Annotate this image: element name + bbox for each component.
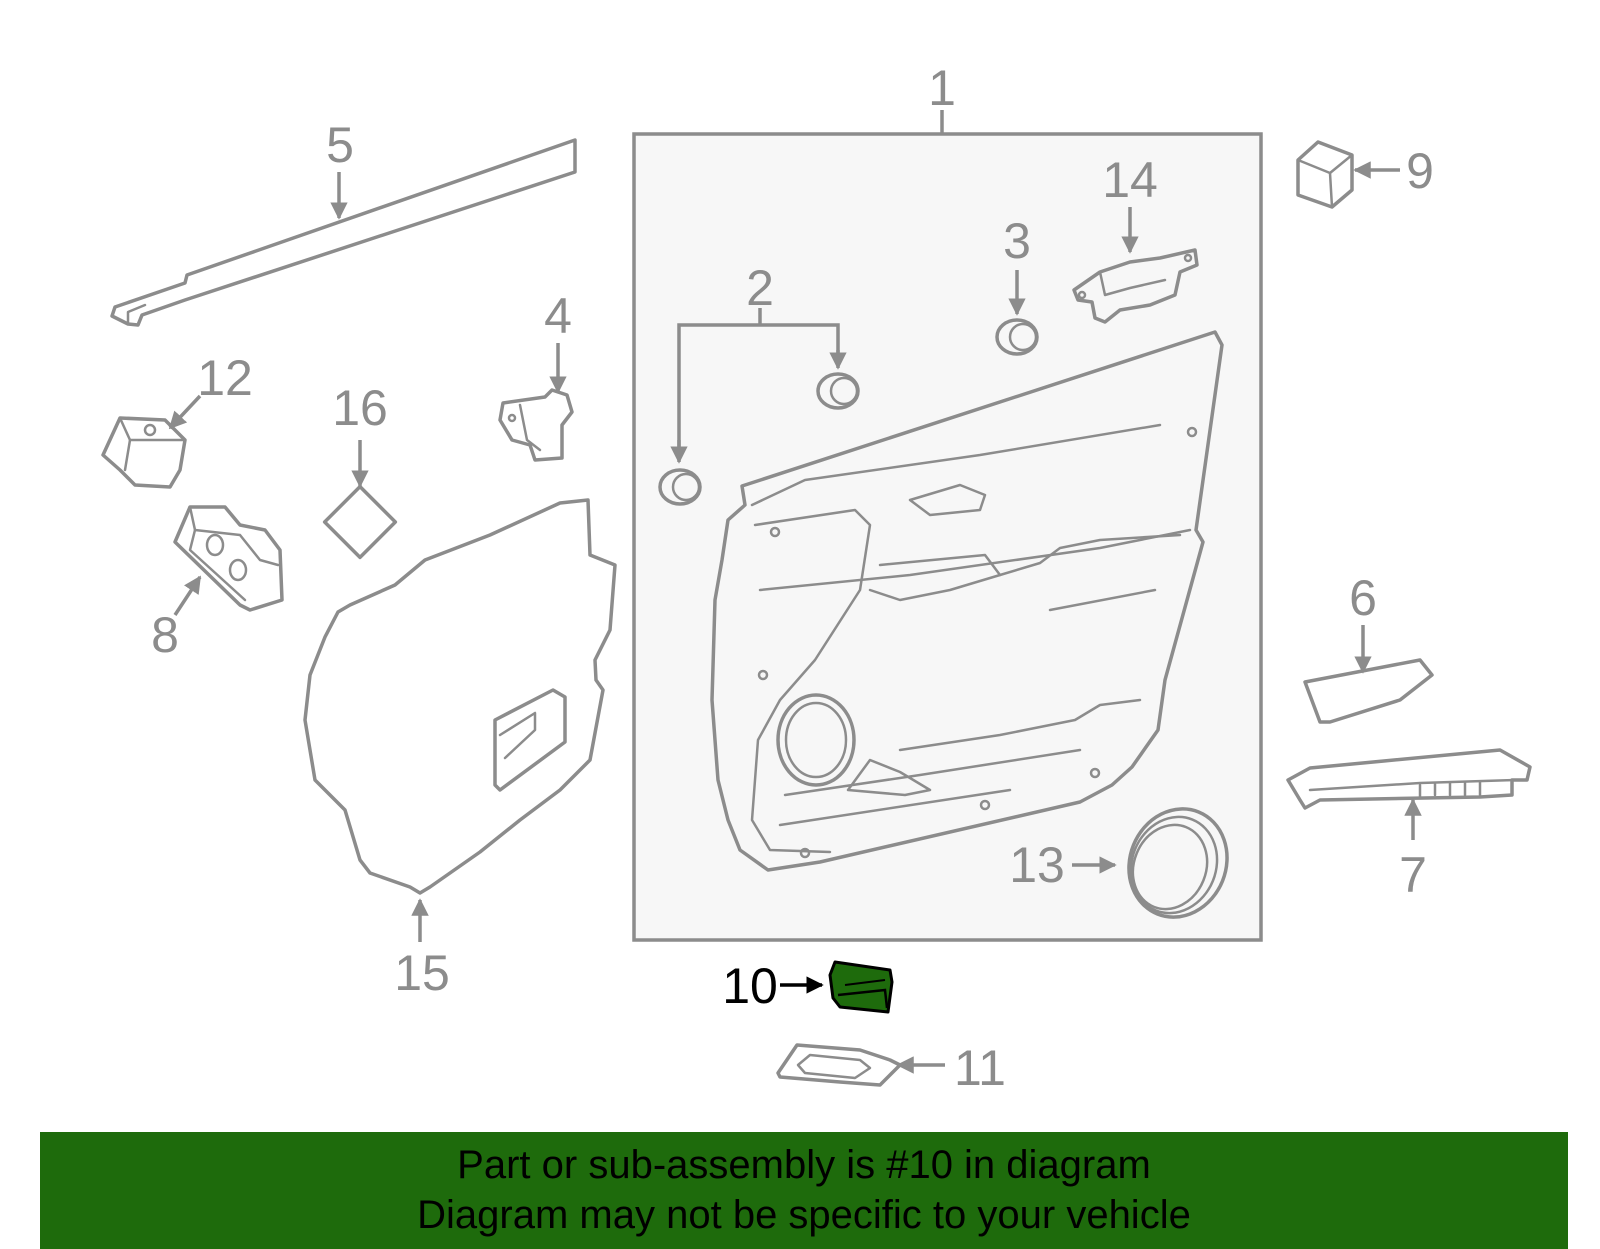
pad-part-16 (322, 484, 398, 560)
armrest-base-part-7 (1286, 748, 1532, 810)
callout-5: 5 (326, 117, 354, 173)
callout-15: 15 (394, 945, 450, 1001)
door-trim-panel (710, 330, 1224, 872)
callout-3: 3 (1003, 213, 1031, 269)
banner-line-1: Part or sub-assembly is #10 in diagram (457, 1143, 1151, 1187)
speaker-grille-part-13 (1127, 807, 1229, 919)
bracket-part-4 (498, 388, 574, 462)
base-part-11 (776, 1043, 902, 1087)
highlighted-part-10 (828, 960, 894, 1014)
callout-16: 16 (332, 380, 388, 436)
callout-12: 12 (197, 350, 253, 406)
callout-11: 11 (954, 1040, 1006, 1096)
callout-10: 10 (722, 958, 778, 1014)
block-part-12 (101, 416, 187, 489)
callout-6: 6 (1349, 570, 1377, 626)
callout-8: 8 (151, 607, 179, 663)
callout-2: 2 (746, 260, 774, 316)
callout-13: 13 (1009, 837, 1065, 893)
clip-part-2-left (658, 468, 702, 506)
info-banner: Part or sub-assembly is #10 in diagram D… (40, 1132, 1568, 1249)
callout-14: 14 (1102, 152, 1158, 208)
clip-part-2-right (816, 372, 860, 410)
moulding-strip-part-5 (110, 138, 577, 327)
parts-diagram: 1 2 3 4 5 6 7 8 9 10 11 12 13 14 15 16 (101, 60, 1532, 1096)
bracket-part-14 (1072, 248, 1199, 324)
switch-cap-part-9 (1296, 140, 1354, 209)
banner-line-2: Diagram may not be specific to your vehi… (417, 1193, 1191, 1237)
clip-part-3 (995, 318, 1039, 356)
callout-9: 9 (1406, 143, 1434, 199)
callout-4: 4 (544, 288, 572, 344)
switch-part-8 (173, 505, 284, 612)
callout-1: 1 (928, 60, 956, 116)
watershield-part-15 (303, 498, 617, 895)
callout-7: 7 (1399, 847, 1427, 903)
bezel-part-6 (1303, 658, 1434, 724)
